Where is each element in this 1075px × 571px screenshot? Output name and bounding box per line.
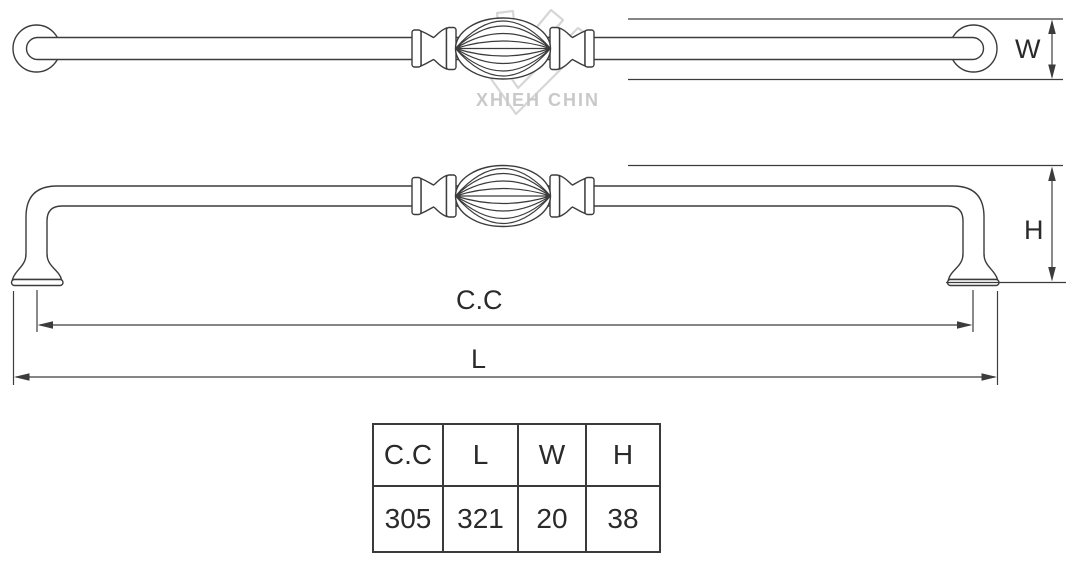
w-extension-lines — [628, 18, 1063, 81]
l-extension-lines — [12, 291, 999, 385]
watermark-brand-text: XHIEH CHIN — [475, 90, 600, 110]
foot-left-fill — [12, 254, 62, 280]
foot-right-fill — [948, 254, 998, 280]
w-arrow-down-icon — [1048, 64, 1056, 79]
foot-left-base — [10, 278, 64, 287]
spec-table-value-cc: 305 — [374, 487, 444, 551]
cc-dimension — [36, 290, 974, 332]
spec-table-header-l: L — [444, 425, 519, 487]
spec-table-value-w: 20 — [519, 487, 587, 551]
top-view — [12, 17, 998, 80]
dimension-label-cc: C.C — [456, 285, 503, 315]
spec-table-header-cc: C.C — [374, 425, 444, 487]
spec-table-header-w: W — [519, 425, 587, 487]
h-arrow-down-icon — [1048, 267, 1056, 282]
h-arrow-up-icon — [1048, 166, 1056, 181]
w-dimension — [628, 18, 1063, 81]
spec-table-header-h: H — [587, 425, 659, 487]
l-arrow-right-icon — [981, 373, 997, 381]
front-view — [10, 164, 1000, 287]
l-dimension — [12, 291, 999, 385]
spec-table-value-l: 321 — [444, 487, 519, 551]
center-ornament-front — [411, 164, 595, 228]
dimension-label-l: L — [471, 344, 487, 374]
spec-table: C.C L W H 305 321 20 38 — [372, 423, 661, 553]
center-ornament-top — [411, 17, 595, 80]
cc-extension-lines — [36, 290, 974, 332]
cc-arrow-right-icon — [957, 321, 973, 329]
spec-table-value-h: 38 — [607, 503, 639, 534]
w-arrow-up-icon — [1048, 19, 1056, 34]
h-dimension — [628, 164, 1066, 284]
dimension-label-h: H — [1024, 215, 1044, 245]
dimension-label-w: W — [1015, 34, 1041, 64]
cc-arrow-left-icon — [37, 321, 53, 329]
l-arrow-left-icon — [14, 373, 30, 381]
